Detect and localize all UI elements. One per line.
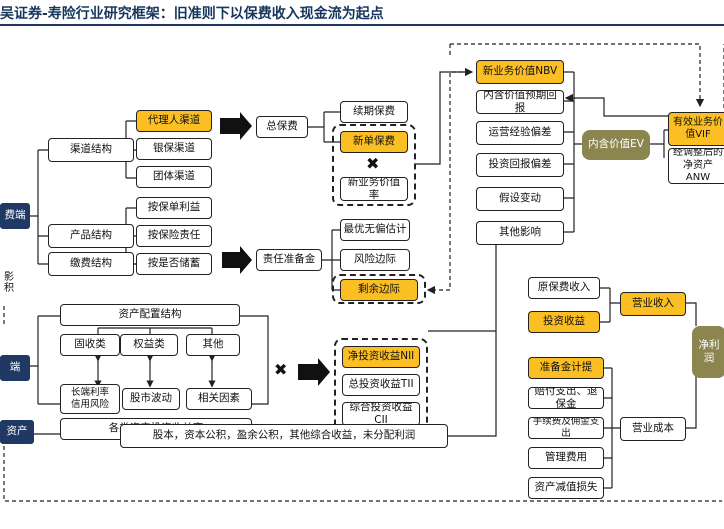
claims-surrenders: 赔付支出、退保金 xyxy=(528,387,604,409)
residual-margin: 剩余边际 xyxy=(340,279,418,301)
comprehensive-investment-income: 综合投资收益CII xyxy=(342,402,420,426)
anw-node: 经调整后的净资产ANW xyxy=(668,148,724,184)
liability-reserve: 责任准备金 xyxy=(256,249,322,271)
ev-unwind: 内含价值预期回报 xyxy=(476,90,564,114)
group-channel: 团体渠道 xyxy=(136,166,212,188)
assumption-change: 假设变动 xyxy=(476,187,564,211)
asset-impairment: 资产减值损失 xyxy=(528,477,604,499)
product-by-savings: 按是否储蓄 xyxy=(136,253,212,275)
vif-node: 有效业务价值VIF xyxy=(668,112,724,146)
net-asset-label: 资产 xyxy=(0,420,34,444)
new-business-group xyxy=(332,124,416,206)
operating-variance: 运营经验偏差 xyxy=(476,121,564,145)
multiply-icon-2: ✖ xyxy=(274,360,288,379)
related-factors: 相关因素 xyxy=(186,388,252,410)
stock-volatility: 股市波动 xyxy=(122,388,180,410)
side-note: 影 积 xyxy=(4,272,14,294)
nbv-margin: 新业务价值率 xyxy=(340,177,408,201)
page-title: 吴证券-寿险行业研究框架：旧准则下以保费收入现金流为起点 xyxy=(0,6,384,22)
other-impact: 其他影响 xyxy=(476,221,564,245)
nbv-node: 新业务价值NBV xyxy=(476,60,564,84)
reserve-provision: 准备金计提 xyxy=(528,357,604,379)
header-divider xyxy=(0,24,724,26)
risk-margin: 风险边际 xyxy=(340,249,410,271)
best-estimate: 最优无偏估计 xyxy=(340,219,410,241)
operating-income: 营业收入 xyxy=(620,292,686,316)
product-by-interest: 按保单利益 xyxy=(136,197,212,219)
residual-margin-group xyxy=(332,274,426,304)
operating-cost: 营业成本 xyxy=(620,417,686,441)
total-premium: 总保费 xyxy=(256,116,308,138)
net-profit: 净利润 xyxy=(692,326,724,378)
investment-variance: 投资回报偏差 xyxy=(476,153,564,177)
renewal-premium: 续期保费 xyxy=(340,101,408,123)
product-structure: 产品结构 xyxy=(48,224,134,248)
commission-expense: 手续费及佣金支出 xyxy=(528,417,604,439)
total-investment-income: 总投资收益TII xyxy=(342,374,420,396)
connector-layer xyxy=(3,43,724,502)
original-premium-income: 原保费收入 xyxy=(528,277,600,299)
report-header: 吴证券-寿险行业研究框架：旧准则下以保费收入现金流为起点 xyxy=(0,0,724,26)
equity-items: 股本，资本公积，盈余公积，其他综合收益，未分配利润 xyxy=(120,424,448,448)
equity-assets: 权益类 xyxy=(120,334,178,356)
embedded-value: 内含价值EV xyxy=(582,130,650,160)
bancassurance-channel: 银保渠道 xyxy=(136,138,212,160)
agent-channel: 代理人渠道 xyxy=(136,110,212,132)
other-assets: 其他 xyxy=(186,334,240,356)
asset-allocation: 资产配置结构 xyxy=(60,304,240,326)
new-premium: 新单保费 xyxy=(340,131,408,153)
asset-end-label: 端 xyxy=(0,355,30,381)
payment-structure: 缴费结构 xyxy=(48,252,134,276)
channel-structure: 渠道结构 xyxy=(48,138,134,162)
investment-income: 投资收益 xyxy=(528,311,600,333)
net-investment-income: 净投资收益NII xyxy=(342,346,420,368)
premium-end-label: 费端 xyxy=(0,203,30,229)
admin-expense: 管理费用 xyxy=(528,447,604,469)
product-by-liability: 按保险责任 xyxy=(136,225,212,247)
fixed-income: 固收类 xyxy=(60,334,120,356)
multiply-icon: ✖ xyxy=(366,154,380,173)
long-rate-credit-risk: 长端利率 信用风险 xyxy=(60,384,120,414)
